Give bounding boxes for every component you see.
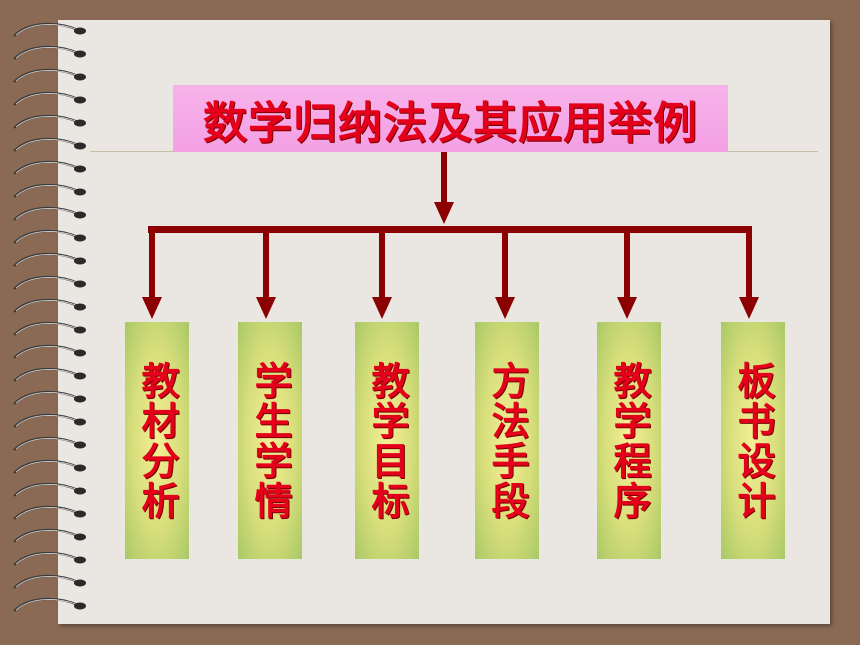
branch-arrow-head-3 [372, 297, 392, 319]
box-methods-means: 方法手段 [475, 322, 539, 559]
spiral-ring-highlight [15, 576, 77, 588]
spiral-ring-highlight [15, 208, 77, 220]
box-label: 教材分析 [135, 360, 179, 521]
spiral-hole [74, 487, 86, 495]
branch-arrow-shaft-4 [502, 229, 508, 299]
spiral-hole [74, 556, 86, 564]
spiral-ring-highlight [15, 507, 77, 519]
box-textbook-analysis: 教材分析 [125, 322, 189, 559]
spiral-hole [74, 234, 86, 242]
box-label: 教学程序 [607, 360, 651, 521]
spiral-hole [74, 579, 86, 587]
spiral-hole [74, 395, 86, 403]
main-arrow-head [434, 202, 454, 224]
spiral-ring-highlight [15, 231, 77, 243]
branch-arrow-head-1 [142, 297, 162, 319]
branch-arrow-shaft-1 [149, 229, 155, 299]
spiral-hole [74, 142, 86, 150]
spiral-hole [74, 165, 86, 173]
branch-arrow-head-6 [739, 297, 759, 319]
spiral-hole [74, 96, 86, 104]
spiral-hole [74, 211, 86, 219]
diagram-title: 数学归纳法及其应用举例 [173, 85, 728, 152]
spiral-ring-highlight [15, 392, 77, 404]
branch-arrow-shaft-3 [379, 229, 385, 299]
spiral-ring-highlight [15, 254, 77, 266]
spiral-ring-highlight [15, 461, 77, 473]
spiral-hole [74, 418, 86, 426]
spiral-ring-highlight [15, 438, 77, 450]
branch-bar [148, 226, 752, 233]
box-label: 板书设计 [731, 360, 775, 521]
box-label: 教学目标 [365, 360, 409, 521]
main-arrow-shaft [441, 152, 447, 204]
spiral-ring-highlight [15, 553, 77, 565]
spiral-hole [74, 119, 86, 127]
spiral-hole [74, 510, 86, 518]
branch-arrow-shaft-6 [746, 229, 752, 299]
spiral-ring-highlight [15, 530, 77, 542]
box-board-design: 板书设计 [721, 322, 785, 559]
spiral-ring-highlight [15, 139, 77, 151]
spiral-ring-highlight [15, 47, 77, 59]
spiral-ring-highlight [15, 277, 77, 289]
spiral-ring-highlight [15, 70, 77, 82]
spiral-hole [74, 188, 86, 196]
spiral-hole [74, 303, 86, 311]
box-label: 方法手段 [485, 360, 529, 521]
spiral-hole [74, 326, 86, 334]
box-teaching-objectives: 教学目标 [355, 322, 419, 559]
spiral-hole [74, 441, 86, 449]
spiral-hole [74, 50, 86, 58]
spiral-ring-highlight [15, 93, 77, 105]
spiral-hole [74, 73, 86, 81]
branch-arrow-shaft-5 [624, 229, 630, 299]
spiral-hole [74, 349, 86, 357]
spiral-ring-highlight [15, 116, 77, 128]
spiral-ring-highlight [15, 369, 77, 381]
spiral-ring-highlight [15, 484, 77, 496]
branch-arrow-head-4 [495, 297, 515, 319]
box-student-situation: 学生学情 [238, 322, 302, 559]
spiral-ring-highlight [15, 24, 77, 36]
spiral-binding [13, 22, 86, 612]
spiral-hole [74, 372, 86, 380]
branch-arrow-shaft-2 [263, 229, 269, 299]
box-teaching-procedure: 教学程序 [597, 322, 661, 559]
box-label: 学生学情 [248, 360, 292, 521]
spiral-ring-highlight [15, 323, 77, 335]
spiral-ring-highlight [15, 162, 77, 174]
spiral-hole [74, 27, 86, 35]
branch-arrow-head-2 [256, 297, 276, 319]
spiral-ring-highlight [15, 415, 77, 427]
spiral-ring-highlight [15, 346, 77, 358]
spiral-ring-highlight [15, 300, 77, 312]
spiral-hole [74, 602, 86, 610]
spiral-ring-highlight [15, 599, 77, 611]
spiral-hole [74, 257, 86, 265]
spiral-hole [74, 464, 86, 472]
spiral-hole [74, 280, 86, 288]
spiral-ring-highlight [15, 185, 77, 197]
branch-arrow-head-5 [617, 297, 637, 319]
spiral-hole [74, 533, 86, 541]
